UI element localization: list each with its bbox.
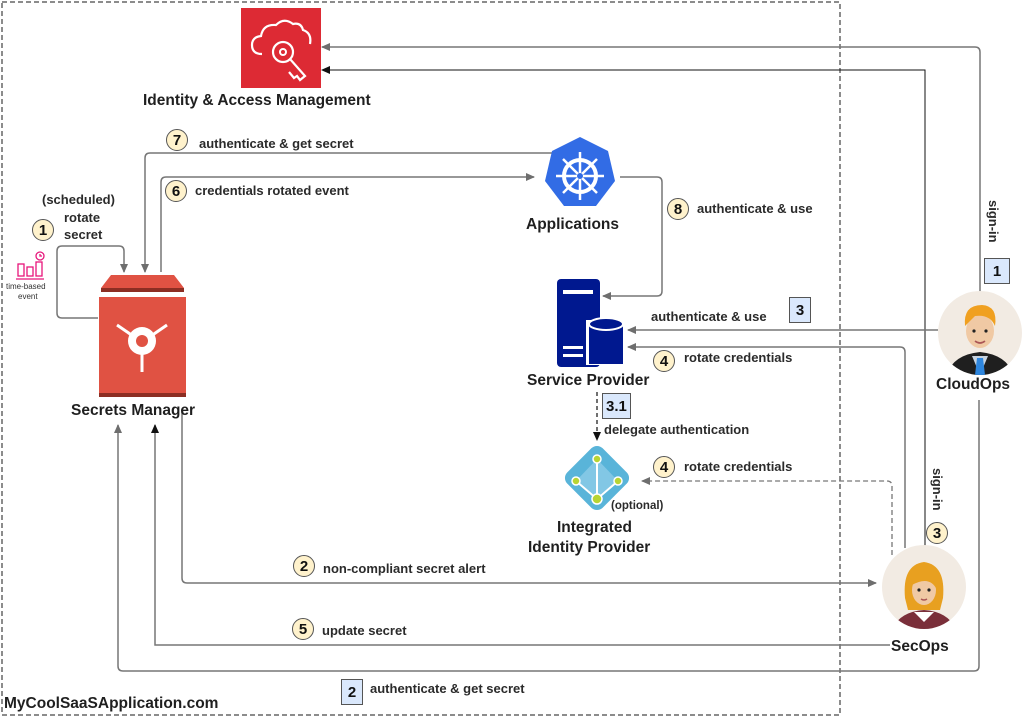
auth-use-8-label: authenticate & use [697,201,813,216]
step-badge-5: 5 [292,618,314,640]
idp-optional-note: (optional) [611,500,664,512]
male-avatar-icon[interactable] [938,291,1022,380]
noncompliant-label: non-compliant secret alert [323,561,486,576]
step-badge-4-sp: 4 [653,350,675,372]
secrets-manager-label: Secrets Manager [71,402,196,419]
iam-cloud-key-icon [241,8,321,88]
secops-label: SecOps [891,638,949,656]
rotate-creds-sp-label: rotate credentials [684,350,793,365]
cloudops-label: CloudOps [936,376,1011,393]
get-secret-7-label: authenticate & get secret [199,136,354,151]
rotate-secret-line2: rotate [64,210,101,225]
get-secret-2-label: authenticate & get secret [370,681,525,696]
step-badge-3-1: 3.1 [602,393,631,419]
boundary-label: MyCoolSaaSApplication.com [4,695,219,712]
edge-get-secret-7 [141,152,560,273]
idp-label-line1: Integrated [557,519,632,536]
auth-use-3-label: authenticate & use [651,309,767,324]
rotate-secret-line3: secret [64,227,103,242]
server-database-icon [557,279,624,367]
step-badge-2-square: 2 [341,679,363,705]
update-secret-label: update secret [322,623,407,638]
edge-rotate-secret [56,245,128,319]
step-badge-3-signin: 3 [926,522,948,544]
timer-label-line2: event [18,292,38,301]
identity-provider-diamond-icon [564,445,630,511]
rotated-event-label: credentials rotated event [195,183,349,198]
edge-get-secret-2 [114,400,980,672]
step-badge-1: 1 [32,219,54,241]
edge-auth-use-8 [602,176,663,300]
rotate-creds-idp-label: rotate credentials [684,459,793,474]
kubernetes-helm-icon [545,137,615,206]
step-badge-7: 7 [166,129,188,151]
edge-rotate-creds-idp [641,477,893,555]
step-badge-2-alert: 2 [293,555,315,577]
rotate-secret-line1: (scheduled) [42,192,115,207]
edge-secops-iam [321,66,926,548]
applications-label: Applications [526,216,620,233]
edge-update-secret [151,424,890,646]
edge-rotate-creds-sp [627,343,906,548]
step-badge-3-square: 3 [789,297,811,323]
service-provider-label: Service Provider [527,372,650,389]
edge-noncompliant [181,412,877,587]
delegate-label: delegate authentication [604,422,750,437]
timer-label-line1: time-based [6,282,46,291]
step-badge-1-square: 1 [984,258,1010,284]
time-based-event-icon [16,251,45,280]
saas-boundary [1,1,841,716]
step-badge-8: 8 [667,198,689,220]
cloudops-signin-label: sign-in [986,200,1001,243]
idp-label-line2: Identity Provider [528,539,651,556]
female-avatar-icon[interactable] [882,545,966,635]
edge-cloudops-iam [321,43,981,300]
iam-label: Identity & Access Management [143,92,371,109]
edge-rotated-event [160,173,535,272]
secops-signin-label: sign-in [930,468,945,511]
step-badge-6: 6 [165,180,187,202]
step-badge-4-idp: 4 [653,456,675,478]
secrets-manager-vault-icon [99,275,186,397]
